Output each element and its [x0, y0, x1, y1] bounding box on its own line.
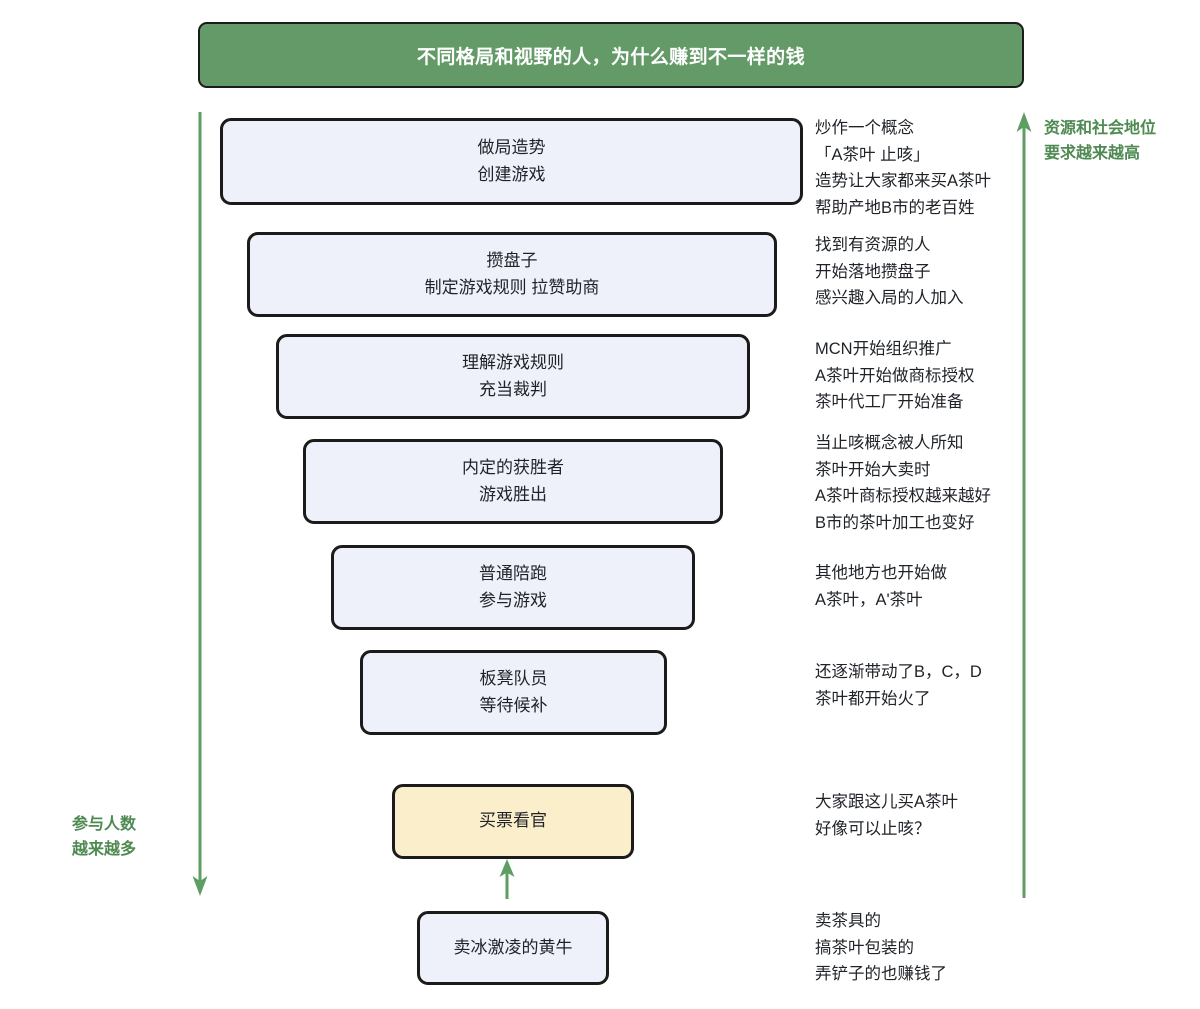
annotation-line: A茶叶开始做商标授权 [815, 366, 975, 385]
annotation-line: A茶叶，A'茶叶 [815, 590, 923, 609]
annotation-line: 炒作一个概念 [815, 119, 914, 137]
annotation-stage-3: MCN开始组织推广 A茶叶开始做商标授权 茶叶代工厂开始准备 [815, 336, 975, 416]
stage-line: 充当裁判 [479, 379, 547, 399]
stage-line: 等待候补 [479, 695, 548, 715]
stage-line: 制定游戏规则 拉赞助商 [424, 277, 600, 297]
stage-line: 买票看官 [479, 811, 547, 831]
annotation-line: 造势让大家都来买A茶叶 [815, 172, 992, 190]
annotation-line: 其他地方也开始做 [815, 564, 947, 582]
annotation-line: 卖茶具的 [815, 912, 881, 930]
funnel-stage-2[interactable]: 攒盘子 制定游戏规则 拉赞助商 [247, 232, 777, 317]
annotation-line: 搞茶叶包装的 [815, 938, 914, 957]
annotation-line: B市的茶叶加工也变好 [815, 513, 975, 532]
funnel-stage-3[interactable]: 理解游戏规则 充当裁判 [276, 334, 750, 419]
annotation-line: 开始落地攒盘子 [815, 262, 931, 281]
annotation-line: 还逐渐带动了B，C，D [815, 663, 982, 681]
stage-line: 做局造势 [477, 138, 546, 158]
stage-line: 板凳队员 [479, 669, 548, 689]
annotation-line: 茶叶代工厂开始准备 [815, 393, 964, 411]
axis-label-participants: 参与人数 越来越多 [72, 812, 136, 862]
annotation-line: 好像可以止咳？ [815, 819, 931, 838]
arrow-up-icon [499, 859, 515, 899]
annotation-line: 大家跟这儿买A茶叶 [815, 793, 959, 811]
funnel-stage-7[interactable]: 买票看官 [392, 784, 634, 859]
stage-line: 游戏胜出 [479, 484, 547, 504]
annotation-line: 帮助产地B市的老百姓 [815, 198, 975, 217]
stage-line: 创建游戏 [477, 164, 546, 184]
stage-line: 攒盘子 [486, 251, 538, 271]
annotation-line: 茶叶都开始火了 [815, 689, 931, 708]
annotation-line: 当止咳概念被人所知 [815, 434, 964, 452]
stage-line: 参与游戏 [479, 590, 547, 610]
annotation-stage-4: 当止咳概念被人所知 茶叶开始大卖时 A茶叶商标授权越来越好 B市的茶叶加工也变好 [815, 430, 991, 536]
annotation-stage-8: 卖茶具的 搞茶叶包装的 弄铲子的也赚钱了 [815, 908, 947, 988]
funnel-stage-6[interactable]: 板凳队员 等待候补 [360, 650, 667, 735]
arrow-down-icon [192, 112, 208, 896]
annotation-stage-7: 大家跟这儿买A茶叶 好像可以止咳？ [815, 789, 958, 842]
funnel-stage-8[interactable]: 卖冰激凌的黄牛 [417, 911, 609, 985]
annotation-line: 找到有资源的人 [815, 236, 931, 254]
stage-line: 内定的获胜者 [462, 458, 564, 478]
axis-label-line: 参与人数 [72, 816, 137, 833]
annotation-line: MCN开始组织推广 [815, 340, 952, 358]
annotation-stage-5: 其他地方也开始做 A茶叶，A'茶叶 [815, 560, 947, 613]
axis-label-line: 要求越来越高 [1044, 145, 1141, 162]
axis-label-resources: 资源和社会地位 要求越来越高 [1044, 116, 1156, 166]
annotation-line: 感兴趣入局的人加入 [815, 289, 964, 307]
annotation-stage-2: 找到有资源的人 开始落地攒盘子 感兴趣入局的人加入 [815, 232, 964, 312]
annotation-line: 「A茶叶 止咳」 [815, 145, 930, 164]
annotation-line: 茶叶开始大卖时 [815, 460, 931, 479]
arrow-up-icon [1016, 112, 1032, 898]
annotation-line: A茶叶商标授权越来越好 [815, 487, 992, 505]
funnel-stage-5[interactable]: 普通陪跑 参与游戏 [331, 545, 695, 630]
annotation-stage-6: 还逐渐带动了B，C，D 茶叶都开始火了 [815, 659, 982, 712]
funnel-stage-4[interactable]: 内定的获胜者 游戏胜出 [303, 439, 723, 524]
page-title: 不同格局和视野的人，为什么赚到不一样的钱 [416, 46, 805, 68]
axis-label-line: 资源和社会地位 [1044, 120, 1157, 137]
annotation-line: 弄铲子的也赚钱了 [815, 965, 947, 983]
funnel-stage-1[interactable]: 做局造势 创建游戏 [220, 118, 803, 205]
stage-line: 卖冰激凌的黄牛 [453, 937, 573, 957]
stage-line: 普通陪跑 [479, 564, 547, 584]
axis-label-line: 越来越多 [72, 841, 137, 858]
header-banner: 不同格局和视野的人，为什么赚到不一样的钱 [198, 22, 1024, 88]
stage-line: 理解游戏规则 [462, 353, 564, 373]
annotation-stage-1: 炒作一个概念 「A茶叶 止咳」 造势让大家都来买A茶叶 帮助产地B市的老百姓 [815, 115, 991, 221]
